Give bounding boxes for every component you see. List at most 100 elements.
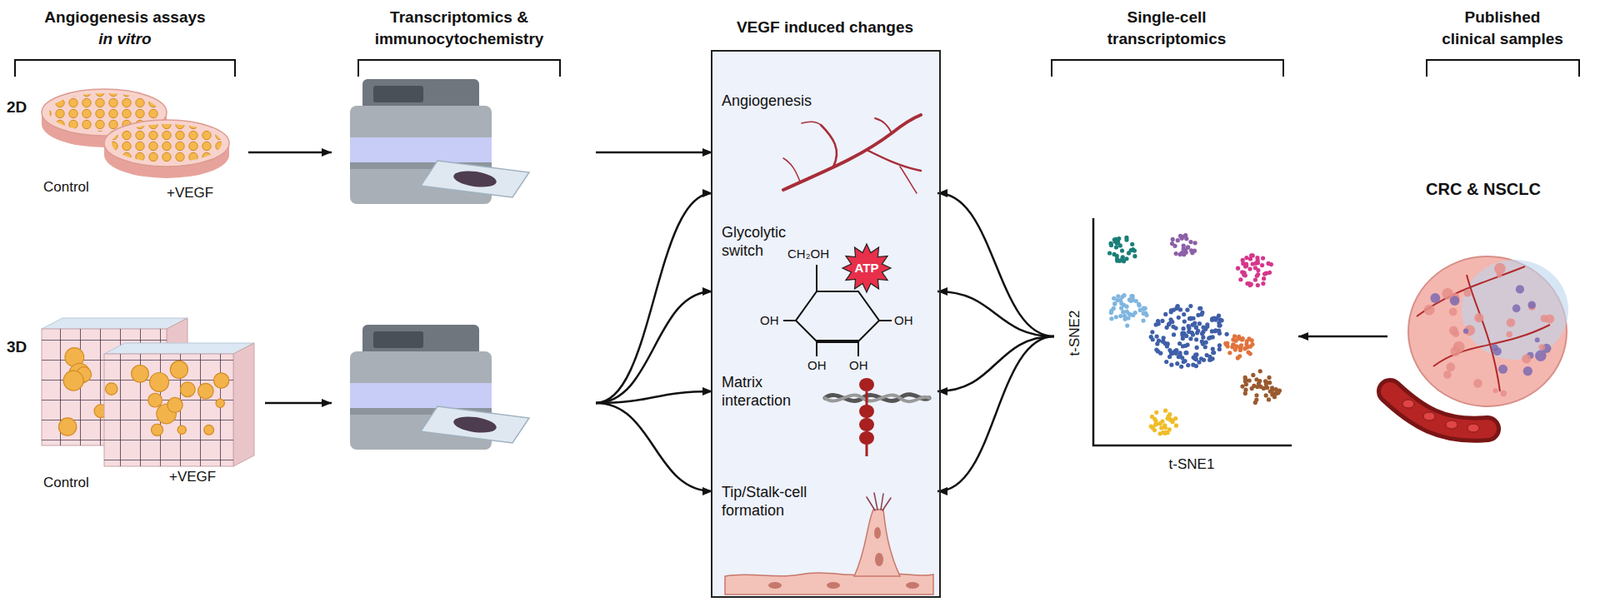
assay-panel: 3DControl+VEGF bbox=[4, 316, 596, 505]
cell-point bbox=[1169, 363, 1174, 368]
cell-point bbox=[1149, 335, 1154, 340]
matrix-fiber bbox=[825, 395, 930, 403]
cell-point bbox=[1218, 323, 1223, 328]
cell-point bbox=[1199, 312, 1204, 317]
sprout-sketch bbox=[866, 497, 875, 511]
tumor-cell bbox=[1473, 379, 1483, 389]
node-text: Control bbox=[43, 179, 90, 196]
cell-point bbox=[1180, 250, 1185, 255]
column-header: Angiogenesis assays bbox=[44, 6, 205, 29]
cell-point bbox=[1255, 268, 1260, 273]
cell-spheroid bbox=[215, 399, 225, 408]
cell-point bbox=[1232, 334, 1237, 339]
cell-point bbox=[1180, 336, 1185, 341]
flow-connector bbox=[595, 391, 713, 404]
structure-label: CH₂OH bbox=[787, 246, 830, 262]
gel-well bbox=[104, 354, 234, 467]
sprout-sketch bbox=[826, 582, 840, 590]
cell-point bbox=[1174, 251, 1179, 256]
column-header: in vitro bbox=[98, 28, 151, 50]
cell-point bbox=[1168, 418, 1173, 423]
cell-spheroid bbox=[177, 425, 186, 435]
cell-point bbox=[1253, 400, 1258, 405]
cell-point bbox=[1115, 240, 1120, 245]
tumor-cell bbox=[1523, 366, 1533, 376]
tumor-cell bbox=[1463, 328, 1469, 334]
flow-arrow bbox=[248, 151, 332, 155]
cell-point bbox=[1255, 255, 1260, 260]
cell-spheroid bbox=[170, 360, 188, 379]
cell-point bbox=[1150, 330, 1155, 335]
cell-point bbox=[1109, 316, 1114, 321]
structure-label: ATP bbox=[855, 260, 880, 276]
tumor-cell bbox=[1453, 341, 1465, 354]
cell-point bbox=[1188, 304, 1193, 309]
cell-point bbox=[1272, 395, 1277, 400]
cell-point bbox=[1162, 431, 1167, 436]
cell-point bbox=[1124, 235, 1129, 240]
node-text: 2D bbox=[6, 97, 27, 118]
node-text: CRC & NSCLC bbox=[1425, 179, 1541, 200]
clinical-panel: CRC & NSCLC bbox=[1387, 170, 1580, 438]
vessel-sketch bbox=[783, 115, 921, 190]
cell-point bbox=[1128, 312, 1133, 317]
tumor-sketch bbox=[1433, 325, 1550, 367]
cell-point bbox=[1200, 331, 1205, 336]
cell-point bbox=[1125, 310, 1130, 315]
petri-dish bbox=[104, 120, 230, 179]
cell-point bbox=[1262, 271, 1267, 276]
cell-point bbox=[1258, 369, 1263, 374]
cell-point bbox=[1149, 424, 1154, 429]
tumor-cell bbox=[1535, 350, 1547, 363]
tumor-cell bbox=[1496, 272, 1502, 278]
header-bracket bbox=[1426, 60, 1580, 77]
tsne-panel: t-SNE2t-SNE1 bbox=[1054, 204, 1299, 484]
vessel-sketch bbox=[783, 158, 800, 182]
cell-point bbox=[1186, 326, 1191, 331]
cell-point bbox=[1243, 273, 1248, 278]
flow-connector bbox=[595, 193, 713, 404]
sprout-sketch bbox=[882, 498, 891, 511]
cell-point bbox=[1128, 299, 1133, 304]
cell-point bbox=[1194, 357, 1199, 362]
cell-point bbox=[1176, 315, 1181, 320]
cell-point bbox=[1120, 255, 1125, 260]
cell-point bbox=[1194, 325, 1199, 330]
cell-point bbox=[1245, 345, 1250, 350]
tumor-cell bbox=[1512, 305, 1521, 314]
cell-point bbox=[1240, 270, 1245, 275]
cell-point bbox=[1155, 334, 1160, 339]
glucose-structure bbox=[795, 291, 880, 342]
cell-point bbox=[1200, 331, 1205, 336]
cell-point bbox=[1143, 310, 1148, 315]
glucose-structure bbox=[815, 265, 818, 292]
node-text: 3D bbox=[6, 337, 27, 358]
cell-point bbox=[1185, 245, 1190, 250]
cell-point bbox=[1171, 350, 1176, 355]
sprout-sketch bbox=[905, 582, 920, 590]
cell-point bbox=[1129, 294, 1134, 299]
glucose-structure bbox=[815, 341, 818, 357]
cell-point bbox=[1250, 253, 1255, 258]
cell-spheroid bbox=[167, 397, 183, 413]
sprout-sketch bbox=[880, 494, 884, 510]
cell-point bbox=[1153, 423, 1158, 428]
cell-point bbox=[1238, 277, 1243, 282]
matrix-fiber bbox=[825, 395, 930, 402]
cell-point bbox=[1165, 341, 1170, 346]
cell-point bbox=[1108, 241, 1113, 246]
cell-point bbox=[1115, 294, 1120, 299]
cell-point bbox=[1249, 282, 1254, 287]
cell-point bbox=[1175, 238, 1180, 243]
cell-point bbox=[1194, 337, 1199, 342]
cell-point bbox=[1240, 384, 1245, 389]
cell-point bbox=[1193, 240, 1198, 245]
cell-point bbox=[1174, 306, 1179, 311]
flow-connector bbox=[937, 336, 1055, 392]
cell-point bbox=[1254, 393, 1259, 398]
cell-point bbox=[1160, 340, 1165, 345]
vessel-sketch bbox=[783, 115, 921, 194]
cell-point bbox=[1120, 310, 1125, 315]
flow-connector bbox=[937, 193, 1055, 337]
